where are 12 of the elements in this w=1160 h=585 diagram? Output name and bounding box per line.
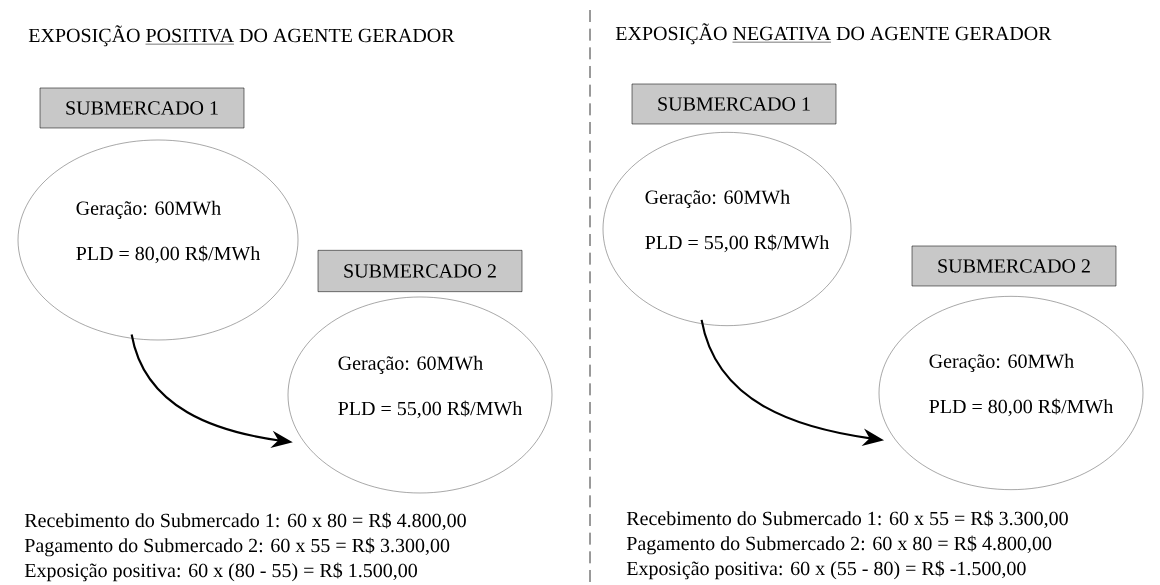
calculation-text: Pagamento do Submercado 2: 60 x 80 = R$ 4.800,00 [626, 535, 1052, 555]
label-box: SUBMERCADO 1 [39, 87, 245, 129]
calculation-text: Recebimento do Submercado 1: 60 x 55 = R$ 3.300,00 [626, 510, 1068, 529]
calculation-text: Recebimento do Submercado 1: 60 x 80 = R$ 4.800,00 [24, 512, 466, 531]
label-box: SUBMERCADO 2 [317, 250, 523, 292]
label-box: SUBMERCADO 1 [631, 83, 837, 125]
title-text: EXPOSIÇÃO NEGATIVA DO AGENTE GERADOR [615, 23, 1052, 45]
calculation-text: Exposição positiva: 60 x (55 - 80) = R$ -1.500,00 [626, 560, 1026, 580]
calculation-text: Exposição positiva: 60 x (80 - 55) = R$ 1.500,00 [24, 562, 417, 582]
title-text: EXPOSIÇÃO POSITIVA DO AGENTE GERADOR [28, 25, 455, 47]
label-box: SUBMERCADO 2 [911, 245, 1117, 287]
calculation-text: Pagamento do Submercado 2: 60 x 55 = R$ 3.300,00 [24, 537, 450, 557]
